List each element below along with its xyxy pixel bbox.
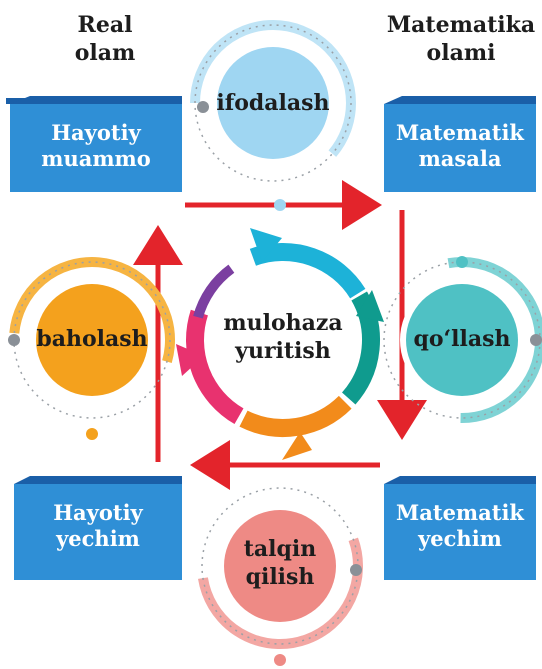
reason-line2: yuritish bbox=[235, 337, 331, 364]
box-life-problem-label: Hayotiy muammo bbox=[10, 120, 182, 173]
box-life-problem bbox=[6, 96, 182, 192]
formulate-text: ifodalash bbox=[216, 90, 330, 116]
real-world-line1: Real bbox=[77, 12, 133, 38]
evaluate-text: baholash bbox=[36, 326, 148, 352]
math-world-line2: olami bbox=[426, 39, 496, 66]
circle-evaluate bbox=[8, 257, 175, 440]
interpret-line1: talqin bbox=[243, 536, 317, 562]
math-problem-line2: masala bbox=[418, 146, 502, 172]
circle-apply bbox=[379, 256, 542, 423]
box-math-solution-label: Matematik yechim bbox=[384, 500, 536, 553]
math-world-line1: Matematika bbox=[386, 12, 536, 38]
reason-line1: mulohaza bbox=[223, 310, 343, 336]
real-world-line2: olam bbox=[74, 39, 136, 66]
math-solution-line1: Matematik bbox=[396, 500, 524, 525]
circle-interpret-label: talqin qilish bbox=[220, 536, 340, 591]
apply-text: qo‘llash bbox=[413, 326, 511, 352]
circle-evaluate-label: baholash bbox=[32, 326, 152, 354]
circle-formulate bbox=[190, 20, 356, 211]
math-problem-line1: Matematik bbox=[396, 120, 524, 145]
cycle-arrows-icon bbox=[176, 228, 384, 460]
box-math-problem-label: Matematik masala bbox=[384, 120, 536, 173]
center-reason-label: mulohaza yuritish bbox=[213, 310, 353, 365]
interpret-line2: qilish bbox=[245, 563, 315, 590]
life-solution-line2: yechim bbox=[56, 526, 140, 552]
circle-apply-label: qo‘llash bbox=[402, 326, 522, 354]
circle-interpret bbox=[197, 483, 363, 666]
label-real-world: Real olam bbox=[55, 12, 155, 67]
label-math-world: Matematika olami bbox=[380, 12, 542, 67]
box-math-solution bbox=[384, 476, 536, 580]
life-solution-line1: Hayotiy bbox=[53, 500, 143, 525]
life-problem-line2: muammo bbox=[41, 146, 151, 172]
math-solution-line2: yechim bbox=[418, 526, 502, 552]
box-math-problem bbox=[384, 96, 536, 192]
circle-formulate-label: ifodalash bbox=[213, 90, 333, 118]
box-life-solution-label: Hayotiy yechim bbox=[14, 500, 182, 553]
box-life-solution bbox=[14, 476, 182, 580]
life-problem-line1: Hayotiy bbox=[51, 120, 141, 145]
